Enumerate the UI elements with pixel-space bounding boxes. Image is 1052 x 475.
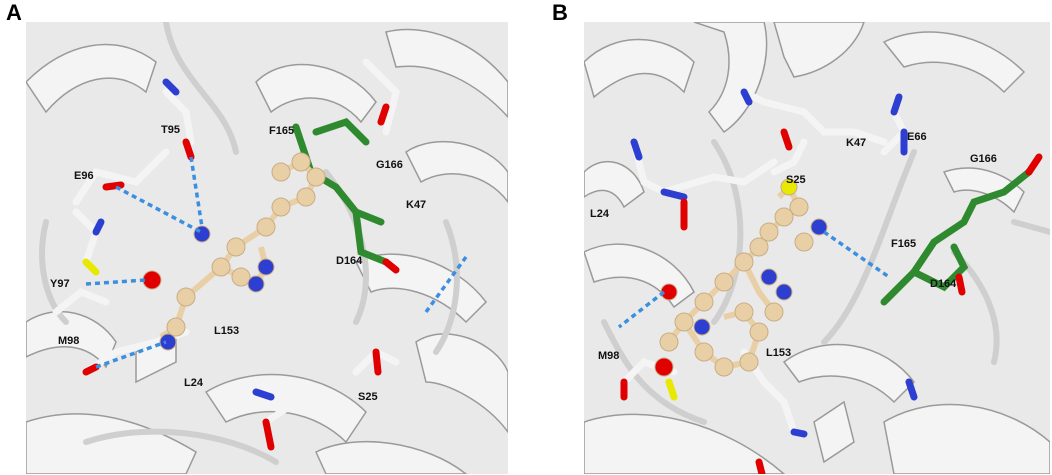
protein-ribbons: [584, 22, 1050, 474]
label-g166: G166: [970, 153, 997, 165]
label-f165: F165: [269, 125, 294, 137]
residue-sticks: [52, 58, 400, 451]
protein-tubes: [601, 139, 1050, 425]
protein-ribbons: [26, 28, 508, 474]
label-d164: D164: [336, 255, 363, 267]
panel-label-b: B: [552, 0, 568, 25]
label-l153: L153: [766, 347, 791, 359]
residue-labels: K47 E66 S25 L24 G166 F165 D164 M98 L153: [590, 131, 997, 362]
label-t95: T95: [161, 124, 180, 136]
panel-b-structure: K47 E66 S25 L24 G166 F165 D164 M98 L153: [584, 22, 1050, 474]
label-g166: G166: [376, 159, 403, 171]
label-m98: M98: [598, 350, 619, 362]
ligand: [654, 178, 828, 377]
label-m98: M98: [58, 335, 79, 347]
ligand: [142, 152, 326, 351]
panel-label-a: A: [6, 0, 22, 25]
label-f165: F165: [891, 238, 916, 250]
panel-b-render: K47 E66 S25 L24 G166 F165 D164 M98 L153: [584, 22, 1050, 474]
hydrogen-bonds: [85, 156, 468, 369]
hydrogen-bonds: [617, 230, 890, 329]
label-l24: L24: [590, 208, 610, 220]
panel-a-render: T95 E96 Y97 M98 L153 L24 F165 G166 K47 D…: [26, 22, 508, 474]
label-k47: K47: [846, 137, 866, 149]
label-e66: E66: [907, 131, 927, 143]
label-l153: L153: [214, 325, 239, 337]
residue-labels: T95 E96 Y97 M98 L153 L24 F165 G166 K47 D…: [50, 124, 426, 403]
label-s25: S25: [358, 391, 378, 403]
label-y97: Y97: [50, 278, 70, 290]
label-e96: E96: [74, 170, 94, 182]
label-k47: K47: [406, 199, 426, 211]
label-l24: L24: [184, 377, 204, 389]
panel-a-structure: T95 E96 Y97 M98 L153 L24 F165 G166 K47 D…: [26, 22, 508, 474]
label-s25: S25: [786, 174, 806, 186]
label-d164: D164: [930, 278, 957, 290]
